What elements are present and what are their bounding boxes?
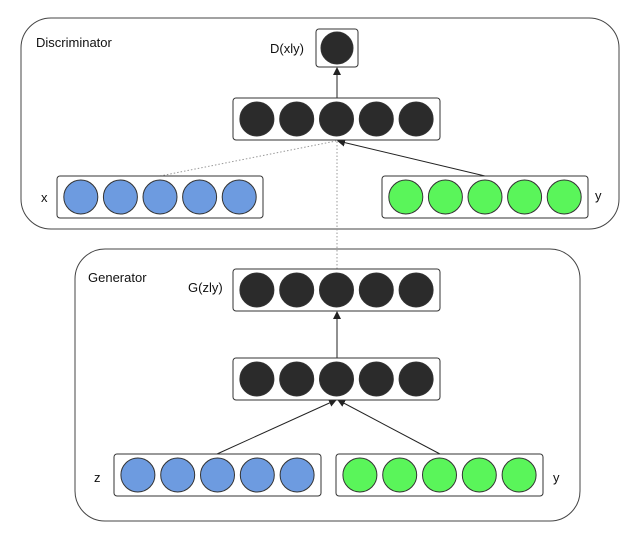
gen-z-input-layer-node xyxy=(160,457,196,493)
gen-z-to-hidden-arrow xyxy=(216,399,337,455)
discriminator-input-y-label: y xyxy=(595,188,602,203)
disc-hidden-layer-node xyxy=(239,101,275,137)
disc-y-input-layer xyxy=(381,175,589,219)
disc-y-to-hidden-arrow xyxy=(337,138,486,177)
gen-y-input-layer xyxy=(335,453,544,497)
generator-title: Generator xyxy=(88,270,147,285)
discriminator-input-x-label: x xyxy=(41,190,48,205)
generator-input-z-label: z xyxy=(94,470,101,485)
connections xyxy=(159,67,486,455)
gen-y-input-layer-node xyxy=(342,457,378,493)
discriminator-title: Discriminator xyxy=(36,35,113,50)
disc-y-input-layer-node xyxy=(388,179,424,215)
disc-hidden-layer-node xyxy=(279,101,315,137)
generator-output-label: G(zly) xyxy=(188,280,223,295)
disc-x-input-layer-node xyxy=(142,179,178,215)
disc-hidden-layer-node xyxy=(358,101,394,137)
gen-hidden-layer-node xyxy=(319,361,354,397)
disc-x-input-layer-node xyxy=(63,179,99,215)
generator-input-y-label: y xyxy=(553,470,560,485)
gen-z-input-layer-node xyxy=(200,457,235,493)
layers xyxy=(56,28,589,497)
disc-x-input-layer-node xyxy=(221,179,257,215)
disc-hidden-layer-node xyxy=(398,101,434,137)
disc-y-input-layer-node xyxy=(467,179,503,215)
gen-output-layer-node xyxy=(358,272,394,308)
disc-hidden-layer-node xyxy=(319,101,354,137)
discriminator-output-label: D(xly) xyxy=(270,41,304,56)
gen-y-input-layer-node xyxy=(422,457,457,493)
disc-x-input-layer xyxy=(56,175,264,219)
gen-y-to-hidden-arrow xyxy=(337,399,441,455)
gen-z-input-layer-node xyxy=(120,457,156,493)
gen-hidden-layer-node xyxy=(239,361,275,397)
gen-output-layer-node xyxy=(279,272,315,308)
gen-hidden-layer-node xyxy=(279,361,315,397)
disc-x-input-layer-node xyxy=(182,179,218,215)
disc-hidden-layer xyxy=(232,97,441,141)
disc-y-input-layer-node xyxy=(427,179,463,215)
gen-z-input-layer-node xyxy=(239,457,275,493)
gen-z-input-layer-node xyxy=(279,457,315,493)
disc-output-layer xyxy=(315,28,359,68)
gen-output-layer-node xyxy=(319,272,354,308)
gen-output-layer xyxy=(232,268,441,312)
gen-z-input-layer xyxy=(113,453,322,497)
disc-x-input-layer-node xyxy=(102,179,138,215)
gen-y-input-layer-node xyxy=(461,457,497,493)
gen-y-input-layer-node xyxy=(382,457,418,493)
disc-y-input-layer-node xyxy=(507,179,543,215)
gen-output-layer-node xyxy=(239,272,275,308)
gen-hidden-layer-node xyxy=(358,361,394,397)
gen-hidden-layer-node xyxy=(398,361,434,397)
gen-output-layer-node xyxy=(398,272,434,308)
disc-y-input-layer-node xyxy=(546,179,582,215)
gen-hidden-layer xyxy=(232,357,441,401)
gen-y-input-layer-node xyxy=(501,457,537,493)
disc-output-layer-node xyxy=(320,31,354,65)
